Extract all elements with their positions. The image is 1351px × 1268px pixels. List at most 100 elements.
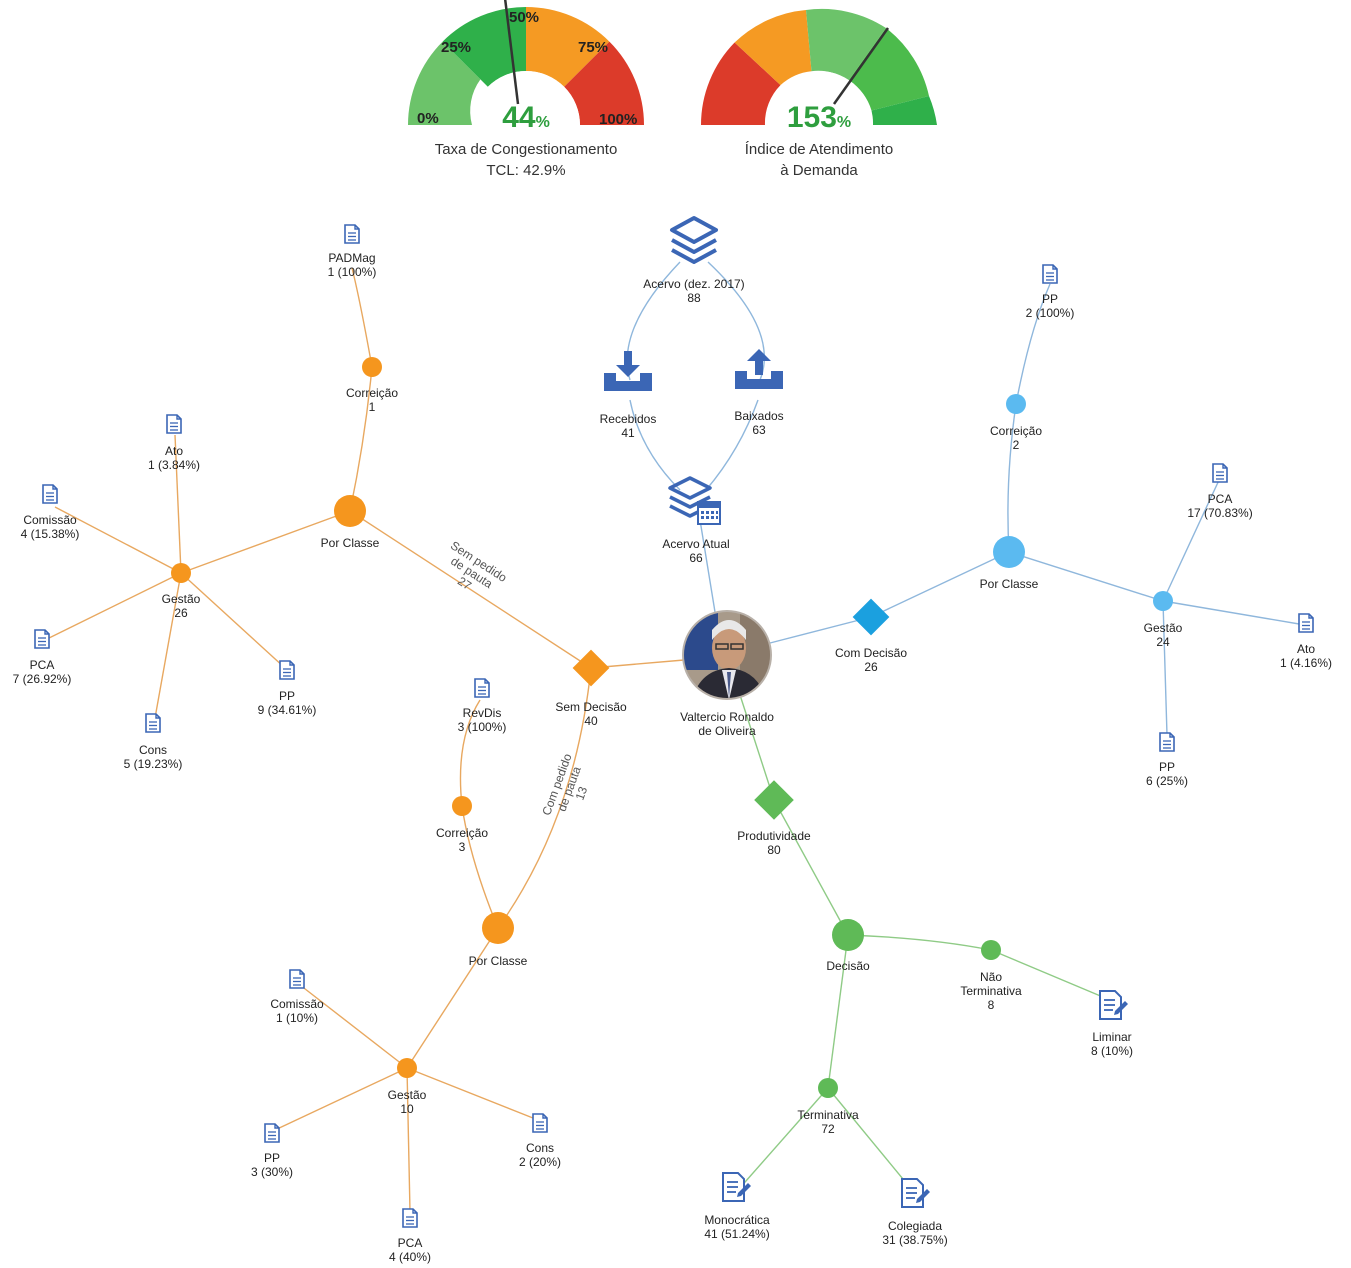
node-label: Gestão bbox=[1144, 621, 1183, 635]
node-pp-3[interactable]: PP 2 (100%) bbox=[1026, 264, 1075, 320]
edge bbox=[629, 399, 681, 491]
gauge-caption: Índice de Atendimento bbox=[745, 141, 893, 158]
node-gestao-24[interactable]: Gestão 24 bbox=[1144, 591, 1183, 649]
node-pp-1[interactable]: PP 9 (34.61%) bbox=[258, 660, 317, 717]
edge bbox=[1008, 551, 1164, 602]
node-terminativa[interactable]: Terminativa 72 bbox=[797, 1078, 859, 1136]
edge bbox=[54, 506, 182, 574]
node-ato-3[interactable]: Ato 1 (4.16%) bbox=[1280, 613, 1332, 670]
edge bbox=[459, 699, 481, 807]
edge bbox=[847, 934, 992, 951]
node-comissao-2[interactable]: Comissão 1 (10%) bbox=[270, 969, 324, 1025]
node-label: Por Classe bbox=[321, 536, 380, 550]
edge bbox=[870, 551, 1010, 618]
node-comissao-1[interactable]: Comissão 4 (15.38%) bbox=[21, 484, 80, 541]
edge bbox=[461, 805, 499, 929]
layers-icon bbox=[670, 216, 718, 264]
node-pp-2[interactable]: PP 3 (30%) bbox=[251, 1123, 293, 1179]
node-gestao-10[interactable]: Gestão 10 bbox=[388, 1058, 427, 1116]
edge bbox=[180, 510, 351, 574]
node-nao-terminativa[interactable]: Não Terminativa 8 bbox=[960, 940, 1022, 1012]
node-liminar[interactable]: Liminar 8 (10%) bbox=[1091, 990, 1133, 1058]
gauge-segment bbox=[734, 10, 812, 86]
document-edit-icon bbox=[1099, 990, 1129, 1020]
document-icon bbox=[532, 1113, 548, 1133]
node-label: Por Classe bbox=[469, 954, 528, 968]
node-correicao-3[interactable]: Correição 3 bbox=[436, 796, 488, 854]
node-value: 41 bbox=[621, 426, 635, 440]
node-acervo[interactable]: Acervo (dez. 2017) 88 bbox=[643, 216, 745, 305]
node-decisao[interactable]: Decisão bbox=[826, 919, 870, 973]
edge bbox=[1015, 283, 1051, 405]
node-label: Gestão bbox=[388, 1088, 427, 1102]
gauge-tick: 0% bbox=[417, 110, 439, 127]
node-value: 1 bbox=[369, 400, 376, 414]
node-value: 26 bbox=[864, 660, 878, 674]
node-cons-1[interactable]: Cons 5 (19.23%) bbox=[124, 713, 183, 771]
gauge-needle bbox=[832, 27, 890, 105]
demand-gauge: 153% Índice de Atendimento à Demanda bbox=[701, 8, 937, 179]
node-label: Baixados bbox=[734, 409, 783, 423]
node-por-classe-blue[interactable]: Por Classe bbox=[980, 536, 1039, 591]
node-pca-1[interactable]: PCA 7 (26.92%) bbox=[13, 629, 72, 686]
node-value: 6 (25%) bbox=[1146, 774, 1188, 788]
node-pca-3[interactable]: PCA 17 (70.83%) bbox=[1187, 463, 1253, 520]
edge bbox=[180, 572, 286, 669]
node-value: 3 bbox=[459, 840, 466, 854]
node-value: 26 bbox=[174, 606, 188, 620]
document-icon bbox=[402, 1208, 418, 1228]
document-icon bbox=[1159, 732, 1175, 752]
node-label: Comissão bbox=[270, 997, 324, 1011]
gauge-tick: 100% bbox=[599, 111, 637, 128]
node-label: Com Decisão bbox=[835, 646, 907, 660]
node-value: 1 (4.16%) bbox=[1280, 656, 1332, 670]
judge-node[interactable]: Valtercio Ronaldo de Oliveira bbox=[680, 610, 774, 738]
edge bbox=[739, 694, 775, 801]
node-label: PP bbox=[1159, 760, 1175, 774]
node-label: PP bbox=[279, 689, 295, 703]
document-icon bbox=[279, 660, 295, 680]
node-value: 63 bbox=[752, 423, 766, 437]
node-revdis[interactable]: RevDis 3 (100%) bbox=[458, 678, 507, 734]
node-recebidos[interactable]: Recebidos 41 bbox=[600, 351, 657, 440]
edge bbox=[349, 510, 592, 669]
node-value: 1 (3.84%) bbox=[148, 458, 200, 472]
node-label: Liminar bbox=[1092, 1030, 1131, 1044]
node-correicao-1[interactable]: Correição 1 bbox=[346, 357, 398, 414]
node-value: 1 (100%) bbox=[328, 265, 377, 279]
node-pp-4[interactable]: PP 6 (25%) bbox=[1146, 732, 1188, 788]
gauge-value: 153% bbox=[787, 101, 851, 134]
node-gestao-26[interactable]: Gestão 26 bbox=[162, 563, 201, 620]
document-edit-icon bbox=[722, 1172, 752, 1202]
node-monocratica[interactable]: Monocrática 41 (51.24%) bbox=[704, 1172, 770, 1241]
node-value: 66 bbox=[689, 551, 703, 565]
edge bbox=[174, 434, 182, 574]
edge bbox=[773, 799, 849, 936]
node-value: 7 (26.92%) bbox=[13, 672, 72, 686]
node-baixados[interactable]: Baixados 63 bbox=[734, 349, 784, 437]
edge bbox=[1162, 600, 1306, 626]
diagram-edges bbox=[44, 261, 1306, 1213]
node-por-classe-sem-pedido[interactable]: Por Classe bbox=[321, 495, 380, 550]
node-value: 5 (19.23%) bbox=[124, 757, 183, 771]
node-label: Por Classe bbox=[980, 577, 1039, 591]
node-colegiada[interactable]: Colegiada 31 (38.75%) bbox=[882, 1178, 948, 1247]
node-label: Acervo Atual bbox=[662, 537, 729, 551]
node-acervo-atual[interactable]: Acervo Atual 66 bbox=[662, 476, 730, 565]
node-com-decisao[interactable]: Com Decisão 26 bbox=[835, 598, 907, 674]
edge bbox=[699, 519, 716, 613]
node-cons-2[interactable]: Cons 2 (20%) bbox=[519, 1113, 561, 1169]
node-sem-decisao[interactable]: Sem Decisão 40 bbox=[555, 649, 627, 728]
node-produtividade[interactable]: Produtividade 80 bbox=[737, 780, 811, 857]
node-por-classe-com-pedido[interactable]: Por Classe bbox=[469, 912, 528, 968]
node-label: Correição bbox=[436, 826, 488, 840]
node-label: PP bbox=[264, 1151, 280, 1165]
node-pca-2[interactable]: PCA 4 (40%) bbox=[389, 1208, 431, 1264]
node-correicao-2[interactable]: Correição 2 bbox=[990, 394, 1042, 452]
node-label: Cons bbox=[526, 1141, 554, 1155]
gauge-caption: à Demanda bbox=[780, 162, 858, 179]
node-padmag[interactable]: PADMag 1 (100%) bbox=[328, 224, 377, 279]
edge bbox=[769, 616, 872, 644]
node-ato-1[interactable]: Ato 1 (3.84%) bbox=[148, 414, 200, 472]
edge bbox=[1162, 477, 1221, 602]
